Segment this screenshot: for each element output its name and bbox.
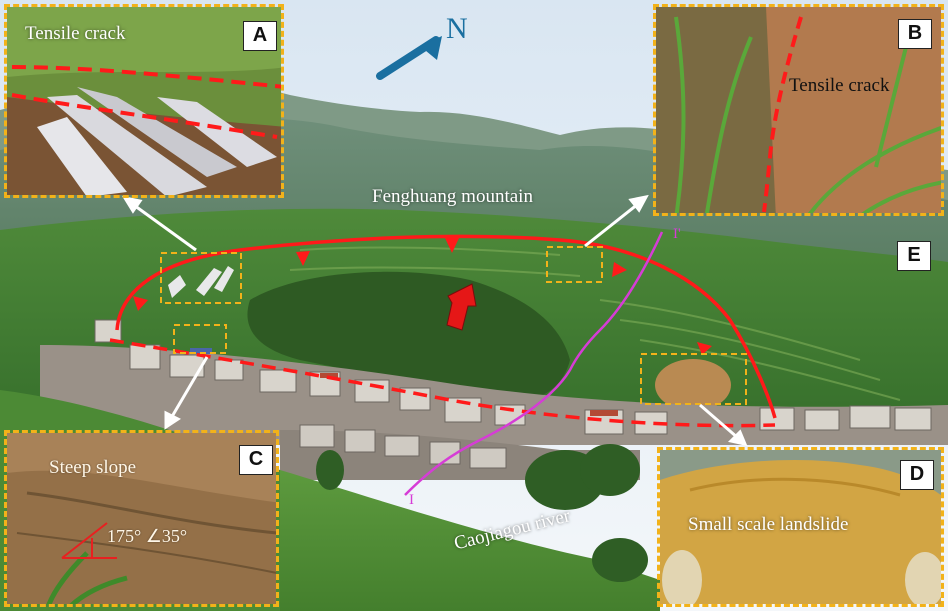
inset-c-attitude: 175° ∠35° [107, 526, 188, 546]
movement-direction-arrow [446, 283, 477, 331]
inset-c-caption: Steep slope [49, 457, 137, 478]
compass-arrow [376, 36, 442, 80]
panel-e-letter: E [897, 241, 931, 271]
zone-boxes [160, 246, 747, 405]
profile-start-marker: I [409, 492, 414, 508]
inset-d-photo [660, 450, 941, 604]
callout-arrows [121, 194, 748, 447]
landslide-front [109, 338, 776, 428]
inset-b: Tensile crack B [653, 4, 944, 216]
dip-symbol [61, 522, 117, 559]
inset-a-caption: Tensile crack [25, 23, 126, 44]
profile-end-marker: I' [673, 226, 681, 242]
inset-a: Tensile crack A [4, 4, 284, 198]
inset-a-photo [7, 7, 281, 195]
profile-line [404, 231, 664, 496]
mountain-label: Fenghuang mountain [372, 186, 533, 207]
inset-a-letter: A [243, 21, 277, 51]
inset-b-letter: B [898, 19, 932, 49]
inset-b-photo [656, 7, 941, 213]
inset-d-caption: Small scale landslide [688, 514, 849, 535]
landslide-boundary [115, 234, 777, 419]
compass-north-label: N [446, 12, 468, 45]
inset-d-letter: D [900, 460, 934, 490]
inset-c-photo [7, 433, 276, 604]
inset-c: Steep slope 175° ∠35° C [4, 430, 279, 607]
inset-b-caption: Tensile crack [789, 75, 890, 96]
boundary-teeth [133, 238, 712, 355]
inset-c-letter: C [239, 445, 273, 475]
inset-d: Small scale landslide D [657, 447, 944, 607]
